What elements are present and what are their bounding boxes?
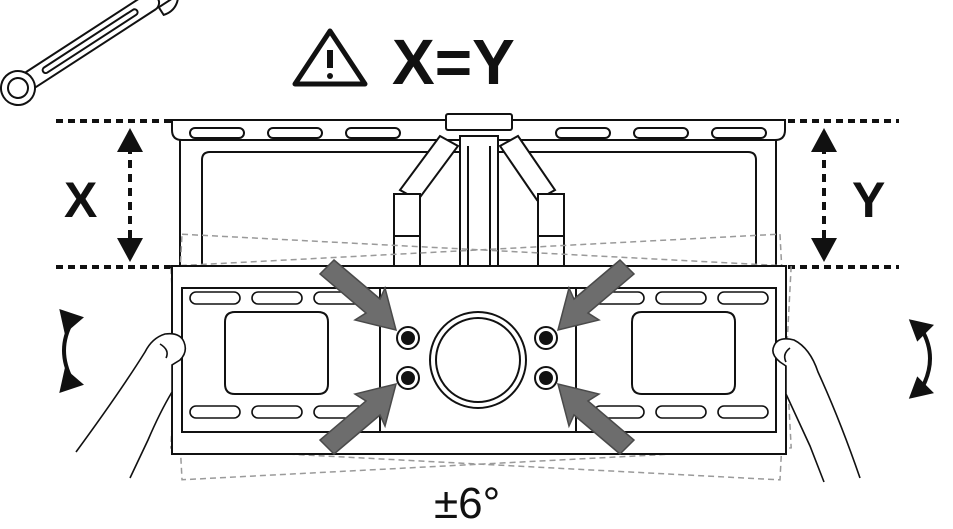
wrench-icon xyxy=(0,0,179,106)
bolt-bottom-left xyxy=(396,366,420,390)
gray-arrow-icon xyxy=(318,258,636,456)
warning-triangle-icon xyxy=(292,28,368,87)
right-hand xyxy=(772,338,861,483)
y-label: Y xyxy=(852,172,885,228)
wall-plate-top xyxy=(171,113,786,267)
tv-bracket-plate xyxy=(171,265,787,455)
left-hand xyxy=(75,332,187,479)
y-measure-arrow xyxy=(811,128,837,262)
bolt-bottom-right xyxy=(534,366,558,390)
rotate-arrow-icon xyxy=(59,308,934,399)
title-equation: X=Y xyxy=(392,26,515,98)
mount-bolts xyxy=(396,326,558,390)
bolt-top-right xyxy=(534,326,558,350)
tilt-angle-label: ±6° xyxy=(434,479,500,528)
bolt-top-left xyxy=(396,326,420,350)
mount-arms xyxy=(393,134,565,268)
x-label: X xyxy=(64,172,97,228)
x-measure-arrow xyxy=(117,128,143,262)
